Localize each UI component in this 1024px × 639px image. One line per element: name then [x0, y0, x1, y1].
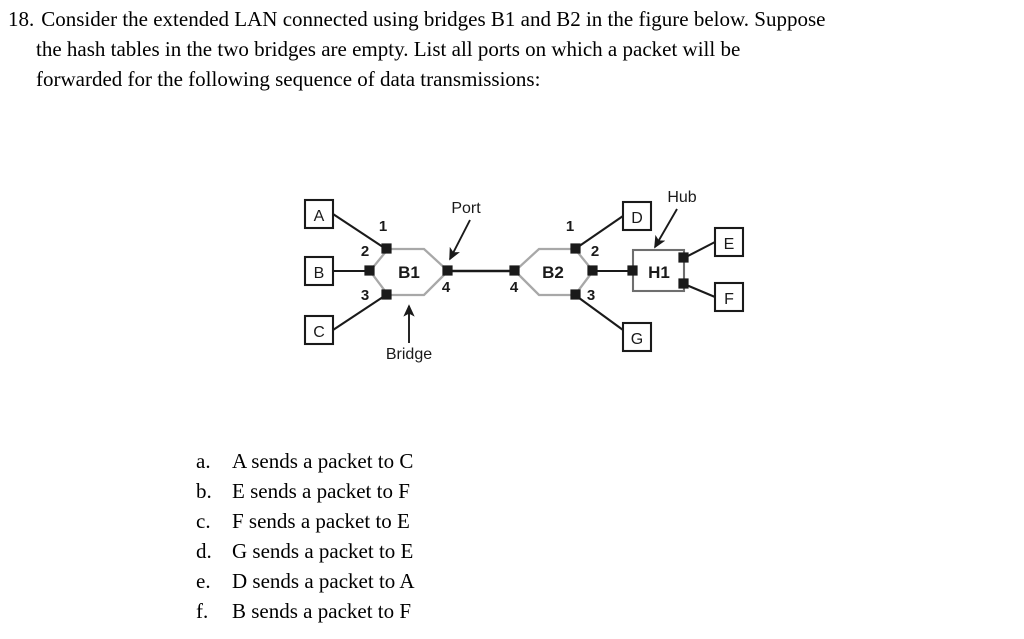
bridge-b2-shape: [513, 247, 595, 297]
sub-question-letter: d.: [196, 539, 212, 563]
list-item: b. E sends a packet to F: [196, 476, 616, 506]
question-indent-3: [8, 64, 36, 94]
sub-question-text: F sends a packet to E: [232, 509, 410, 533]
port-icon-b2-2: [587, 265, 598, 276]
sub-question-text: B sends a packet to F: [232, 599, 412, 623]
station-c-label: C: [313, 324, 325, 341]
sub-question-letter: b.: [196, 479, 212, 503]
port-icon-b2-1: [570, 243, 581, 254]
port-number-b1-2: 2: [361, 243, 369, 260]
port-icon-b1-2: [364, 265, 375, 276]
edge-a-to-b1-port1: [332, 213, 387, 250]
sub-question-letter: f.: [196, 599, 209, 623]
bridge-annotation-label: Bridge: [386, 346, 432, 363]
port-number-b2-2: 2: [591, 243, 599, 260]
port-number-b1-1: 1: [379, 218, 387, 235]
question-text-line-2: the hash tables in the two bridges are e…: [36, 37, 741, 61]
edge-h1-to-e: [683, 241, 716, 259]
station-e-box: [713, 226, 745, 258]
port-number-group: 1 2 3 4 4 1 2 3: [361, 218, 599, 304]
station-a-box: [303, 198, 335, 230]
port-icon-h1-top-right: [678, 252, 689, 263]
sub-question-list: a. A sends a packet to C b. E sends a pa…: [196, 446, 616, 626]
station-b-label: B: [314, 265, 325, 282]
sub-question-text: G sends a packet to E: [232, 539, 414, 563]
station-c-box: [303, 314, 335, 346]
question-line-2: the hash tables in the two bridges are e…: [8, 34, 1018, 64]
edge-group-h1-stations: [683, 241, 716, 298]
port-number-b1-4: 4: [442, 279, 451, 296]
port-icon-b1-3: [381, 289, 392, 300]
port-icon-b1-1: [381, 243, 392, 254]
station-d-box: [621, 200, 653, 232]
sub-question-letter: e.: [196, 569, 211, 593]
edge-h1-to-f: [683, 283, 716, 298]
bridge-b1-shape: [368, 247, 450, 297]
port-number-b2-4: 4: [510, 279, 519, 296]
port-number-b2-1: 1: [566, 218, 574, 235]
port-annotation-label: Port: [451, 200, 481, 217]
question-text-line-3: forwarded for the following sequence of …: [36, 67, 541, 91]
edge-group-b1-stations: [332, 213, 387, 331]
station-e-label: E: [724, 236, 735, 253]
edge-group-b2-stations: [574, 215, 633, 331]
station-a-label: A: [314, 208, 325, 225]
sub-question-text: E sends a packet to F: [232, 479, 410, 503]
hub-annotation-label: Hub: [667, 189, 696, 206]
port-number-b1-3: 3: [361, 287, 369, 304]
question-block: 18. Consider the extended LAN connected …: [8, 4, 1018, 94]
sub-question-text: D sends a packet to A: [232, 569, 415, 593]
bridge-b1-label: B1: [398, 263, 420, 282]
hub-h1-label: H1: [648, 263, 670, 282]
station-d-label: D: [631, 210, 643, 227]
list-item: d. G sends a packet to E: [196, 536, 616, 566]
edge-b2-port1-to-d: [574, 215, 624, 250]
station-g-box: [621, 321, 653, 353]
edge-c-to-b1-port3: [332, 294, 387, 331]
question-indent-2: [8, 34, 36, 64]
sub-question-letter: c.: [196, 509, 211, 533]
port-square-group: [364, 243, 689, 300]
list-item: f. B sends a packet to F: [196, 596, 616, 626]
port-icon-h1-left: [627, 265, 638, 276]
list-item: e. D sends a packet to A: [196, 566, 616, 596]
list-item: a. A sends a packet to C: [196, 446, 616, 476]
port-icon-b2-3: [570, 289, 581, 300]
port-number-b2-3: 3: [587, 287, 595, 304]
question-text-line-1: Consider the extended LAN connected usin…: [41, 7, 826, 31]
hub-annotation-arrow: [654, 208, 678, 249]
station-g-label: G: [631, 331, 643, 348]
port-icon-b2-4: [509, 265, 520, 276]
hub-h1-shape: [631, 248, 686, 293]
port-annotation-arrow: [449, 219, 471, 261]
port-icon-h1-bottom-right: [678, 278, 689, 289]
station-f-box: [713, 281, 745, 313]
sub-question-letter: a.: [196, 449, 211, 473]
question-line-3: forwarded for the following sequence of …: [8, 64, 1018, 94]
list-item: c. F sends a packet to E: [196, 506, 616, 536]
port-icon-b1-4: [442, 265, 453, 276]
sub-question-text: A sends a packet to C: [232, 449, 414, 473]
edge-b2-port3-to-g: [574, 294, 624, 331]
bridge-b2-label: B2: [542, 263, 564, 282]
question-number: 18.: [8, 7, 35, 31]
station-box-group: A B C D G E F: [303, 198, 745, 353]
station-f-label: F: [724, 291, 734, 308]
station-b-box: [303, 255, 335, 287]
question-line-1: 18. Consider the extended LAN connected …: [8, 4, 1018, 34]
